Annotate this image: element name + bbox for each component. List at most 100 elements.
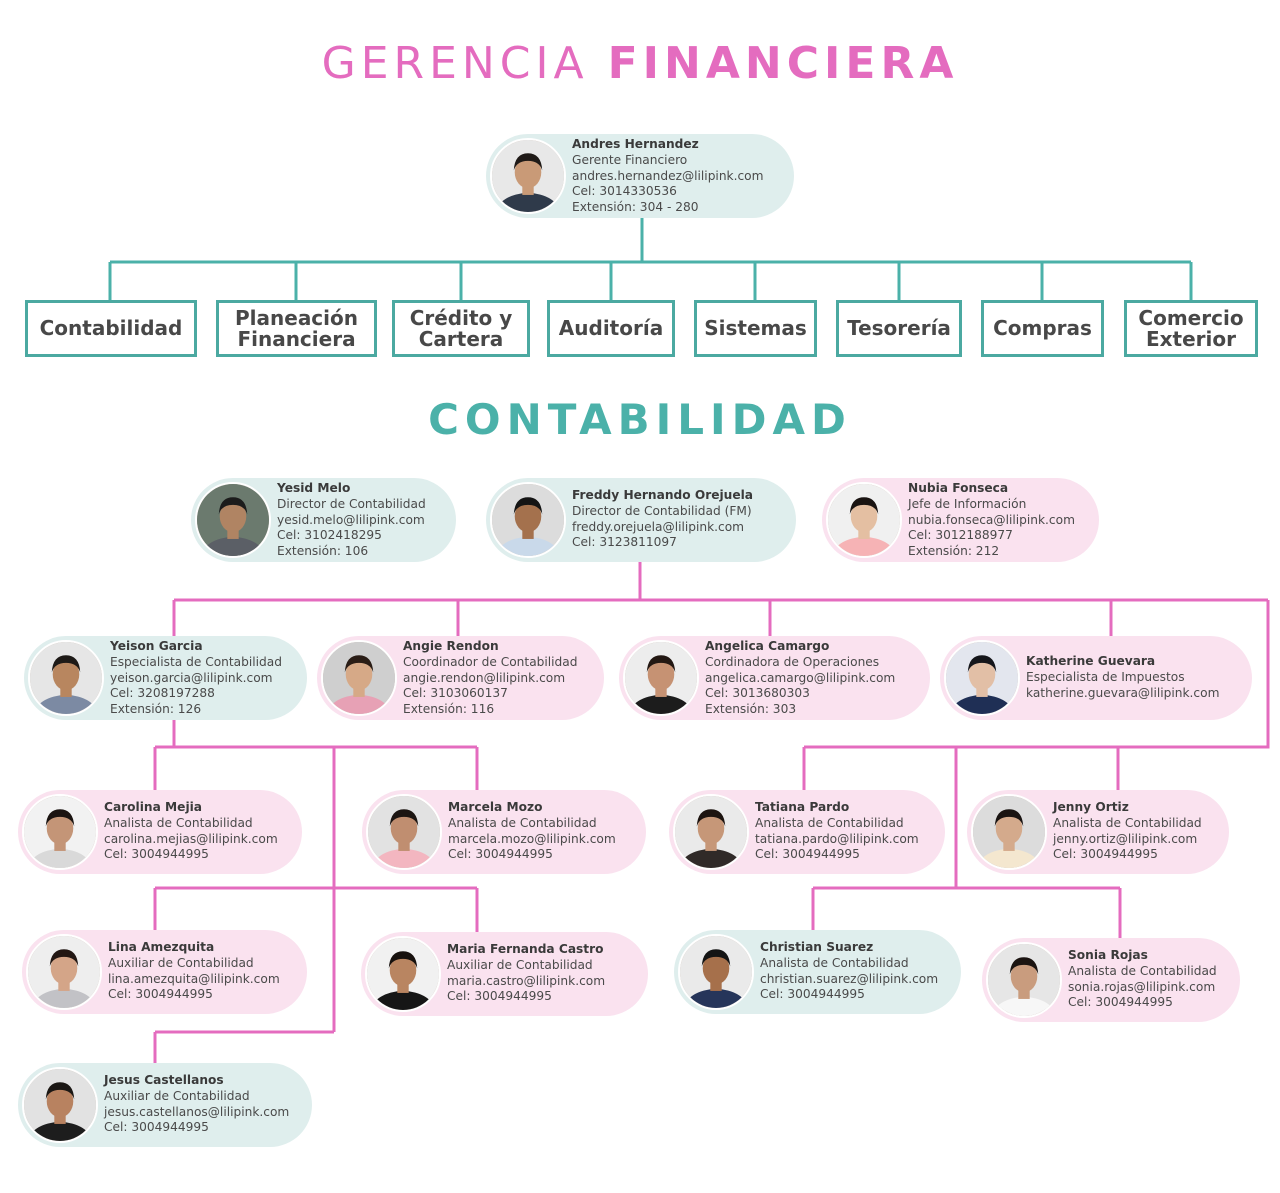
page-title: GERENCIA FINANCIERA: [0, 38, 1280, 89]
dept-tesoreria[interactable]: Tesorería: [836, 300, 962, 357]
avatar: [678, 934, 754, 1010]
person-name: Jenny Ortiz: [1053, 800, 1129, 814]
avatar: [490, 482, 566, 558]
person-email[interactable]: yeison.garcia@lilipink.com: [110, 670, 273, 685]
person-email[interactable]: jenny.ortiz@lilipink.com: [1053, 831, 1198, 846]
dept-auditoria[interactable]: Auditoría: [547, 300, 675, 357]
person-role: Especialista de Impuestos: [1026, 669, 1185, 684]
person-email[interactable]: andres.hernandez@lilipink.com: [572, 168, 764, 183]
person-extension: Extensión: 303: [705, 702, 797, 717]
avatar: [365, 936, 441, 1012]
person-name: Katherine Guevara: [1026, 654, 1156, 668]
person-phone: Cel: 3208197288: [110, 686, 215, 701]
person-role: Director de Contabilidad: [277, 496, 426, 511]
person-email[interactable]: marcela.mozo@lilipink.com: [448, 831, 616, 846]
person-name: Jesus Castellanos: [104, 1073, 224, 1087]
avatar: [26, 934, 102, 1010]
person-extension: Extensión: 116: [403, 702, 495, 717]
person-name: Nubia Fonseca: [908, 481, 1009, 495]
person-email[interactable]: maria.castro@lilipink.com: [447, 973, 606, 988]
person-role: Auxiliar de Contabilidad: [104, 1088, 250, 1103]
person-name: Marcela Mozo: [448, 800, 543, 814]
person-phone: Cel: 3004944995: [1053, 847, 1158, 862]
person-phone: Cel: 3123811097: [572, 535, 677, 550]
avatar: [22, 794, 98, 870]
person-name: Andres Hernandez: [572, 137, 699, 151]
avatar: [623, 640, 699, 716]
dept-comercio-exterior[interactable]: Comercio Exterior: [1124, 300, 1258, 357]
dept-contabilidad[interactable]: Contabilidad: [25, 300, 197, 357]
person-name: Lina Amezquita: [108, 940, 215, 954]
person-email[interactable]: lina.amezquita@lilipink.com: [108, 971, 280, 986]
person-name: Angelica Camargo: [705, 639, 830, 653]
dept-compras[interactable]: Compras: [981, 300, 1104, 357]
avatar: [366, 794, 442, 870]
dept-credito-cartera[interactable]: Crédito y Cartera: [392, 300, 530, 357]
person-role: Analista de Contabilidad: [755, 815, 904, 830]
person-email[interactable]: sonia.rojas@lilipink.com: [1068, 979, 1216, 994]
dept-planeacion-financiera[interactable]: Planeación Financiera: [216, 300, 377, 357]
person-role: Coordinador de Contabilidad: [403, 654, 578, 669]
dept-sistemas[interactable]: Sistemas: [694, 300, 817, 357]
avatar: [986, 942, 1062, 1018]
person-phone: Cel: 3004944995: [108, 987, 213, 1002]
person-email[interactable]: freddy.orejuela@lilipink.com: [572, 519, 745, 534]
person-email[interactable]: katherine.guevara@lilipink.com: [1026, 685, 1220, 700]
person-role: Cordinadora de Operaciones: [705, 654, 880, 669]
person-phone: Cel: 3013680303: [705, 686, 810, 701]
title-part-regular: GERENCIA: [321, 38, 589, 89]
person-email[interactable]: jesus.castellanos@lilipink.com: [104, 1104, 290, 1119]
person-email[interactable]: angelica.camargo@lilipink.com: [705, 670, 896, 685]
title-part-bold: FINANCIERA: [607, 38, 959, 89]
person-email[interactable]: angie.rendon@lilipink.com: [403, 670, 566, 685]
teal-connectors: [108, 218, 1193, 301]
person-name: Maria Fernanda Castro: [447, 942, 604, 956]
person-extension: Extensión: 106: [277, 544, 369, 559]
person-email[interactable]: nubia.fonseca@lilipink.com: [908, 512, 1075, 527]
person-role: Analista de Contabilidad: [1068, 963, 1217, 978]
avatar: [28, 640, 104, 716]
person-email[interactable]: christian.suarez@lilipink.com: [760, 971, 939, 986]
person-phone: Cel: 3012188977: [908, 528, 1013, 543]
person-email[interactable]: yesid.melo@lilipink.com: [277, 512, 425, 527]
person-email[interactable]: carolina.mejias@lilipink.com: [104, 831, 278, 846]
avatar: [673, 794, 749, 870]
person-role: Analista de Contabilidad: [760, 955, 909, 970]
person-phone: Cel: 3014330536: [572, 184, 677, 199]
person-phone: Cel: 3102418295: [277, 528, 382, 543]
person-role: Analista de Contabilidad: [448, 815, 597, 830]
person-name: Yeison Garcia: [110, 639, 203, 653]
person-extension: Extensión: 126: [110, 702, 202, 717]
person-email[interactable]: tatiana.pardo@lilipink.com: [755, 831, 919, 846]
person-phone: Cel: 3004944995: [760, 987, 865, 1002]
avatar: [971, 794, 1047, 870]
person-phone: Cel: 3004944995: [104, 847, 209, 862]
pink-connectors: [153, 560, 1270, 1066]
person-extension: Extensión: 304 - 280: [572, 200, 699, 215]
person-name: Carolina Mejia: [104, 800, 203, 814]
